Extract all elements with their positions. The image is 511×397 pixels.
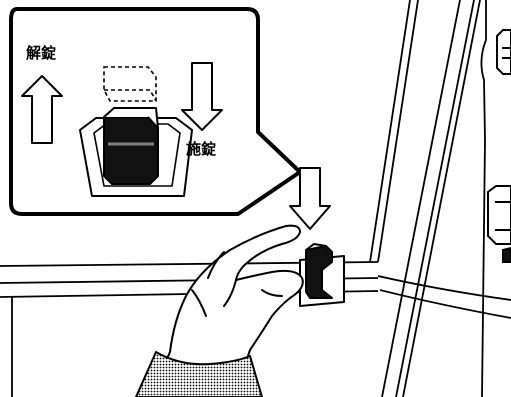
press-down-arrow-icon	[289, 167, 331, 230]
lock-label: 施錠	[186, 140, 216, 158]
lock-knob-unlocked-outline	[103, 66, 157, 102]
lock-knob-locked	[103, 107, 159, 185]
hand-icon	[149, 224, 304, 397]
door-hinge-icon	[487, 29, 511, 263]
unlock-label: 解錠	[26, 44, 56, 62]
door-lock-knob	[299, 243, 345, 307]
arrow-up-icon	[21, 75, 63, 144]
arrow-down-icon	[181, 62, 223, 131]
sleeve-cuff	[135, 351, 263, 397]
